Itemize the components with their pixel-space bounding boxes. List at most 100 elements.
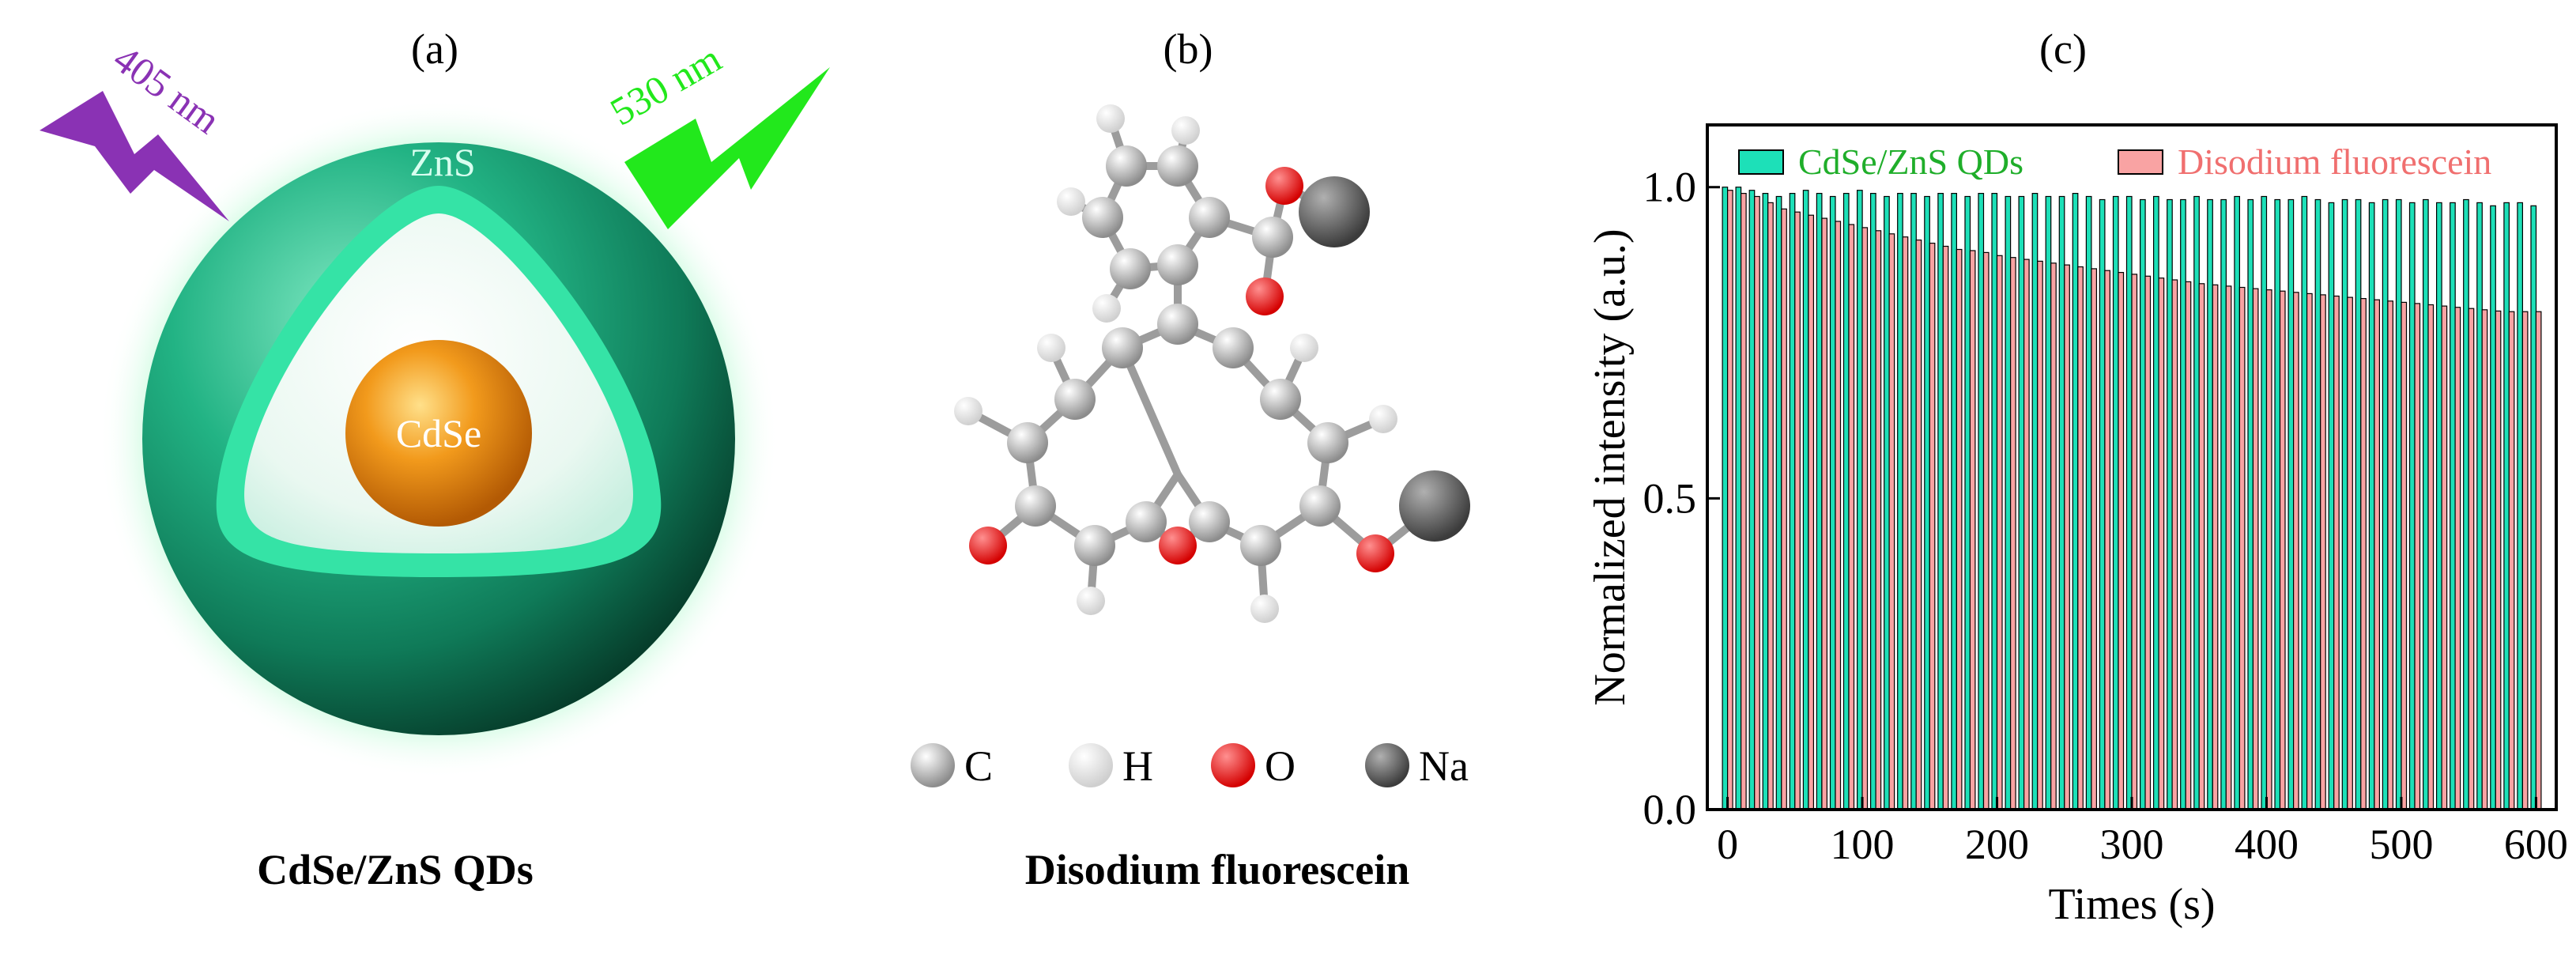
legend-sodium-label: Na	[1419, 742, 1469, 790]
x-tick-label: 400	[2235, 821, 2299, 868]
bar-fluorescein	[2064, 264, 2070, 810]
bar-cdse-zns	[1775, 195, 1782, 810]
bar-cdse-zns	[2193, 195, 2200, 810]
bar-fluorescein	[1767, 202, 1774, 810]
bar-fluorescein	[2441, 305, 2448, 810]
bar-fluorescein	[2265, 289, 2272, 810]
bar-cdse-zns	[2463, 198, 2469, 810]
bar-fluorescein	[1996, 255, 2003, 810]
bar-fluorescein	[2252, 288, 2259, 810]
panel-b-molecule: (b)	[862, 0, 1573, 955]
bar-cdse-zns	[1937, 193, 1944, 810]
x-tick-label: 500	[2369, 821, 2433, 868]
bar-cdse-zns	[2112, 195, 2119, 810]
bar-fluorescein	[2171, 279, 2178, 810]
bar-fluorescein	[2131, 274, 2138, 810]
legend-hydrogen-swatch	[1069, 743, 1113, 787]
bar-fluorescein	[2225, 285, 2232, 810]
panel-a-caption: CdSe/ZnS QDs	[257, 846, 534, 893]
bar-cdse-zns	[2139, 198, 2146, 810]
bar-fluorescein	[2009, 257, 2016, 810]
legend-fluorescein-label: Disodium fluorescein	[2178, 142, 2491, 182]
bar-fluorescein	[1969, 250, 1976, 810]
bar-fluorescein	[2521, 311, 2529, 810]
bar-fluorescein	[2401, 301, 2408, 810]
bar-cdse-zns	[2220, 198, 2227, 810]
chart-legend: CdSe/ZnS QDs Disodium fluorescein	[1738, 142, 2491, 182]
bar-fluorescein	[1781, 208, 1787, 810]
bar-cdse-zns	[1910, 193, 1917, 810]
bar-cdse-zns	[1748, 190, 1756, 810]
excitation-wavelength: 405 nm	[106, 36, 228, 142]
bar-fluorescein	[2360, 298, 2367, 810]
qd-schematic-figure: (a) ZnS CdSe 405 nm 530 nm CdSe/ZnS QDs	[40, 25, 830, 893]
bar-fluorescein	[2158, 278, 2165, 810]
cdse-core	[345, 340, 532, 527]
bar-cdse-zns	[2247, 198, 2254, 810]
bar-fluorescein	[1741, 193, 1747, 810]
bar-fluorescein	[1821, 217, 1827, 810]
panel-a-label: (a)	[411, 25, 458, 73]
bar-cdse-zns	[2408, 202, 2416, 810]
bar-fluorescein	[2104, 270, 2111, 810]
bar-cdse-zns	[1897, 193, 1903, 810]
bar-fluorescein	[1848, 224, 1855, 810]
bar-fluorescein	[2454, 307, 2461, 810]
atom-legend: C H O Na	[911, 742, 1469, 790]
chart-title: (c)	[2039, 25, 2087, 73]
bar-cdse-zns	[2274, 198, 2281, 810]
bar-cdse-zns	[2517, 202, 2524, 810]
bar-fluorescein	[1888, 233, 1895, 810]
excitation-bolt-icon	[40, 91, 229, 221]
bar-cdse-zns	[2368, 202, 2375, 810]
bar-cdse-zns	[2058, 195, 2065, 810]
bar-fluorescein	[1915, 240, 1922, 810]
legend-sodium-swatch	[1365, 743, 1409, 787]
legend-carbon-label: C	[964, 742, 993, 790]
bar-fluorescein	[1902, 236, 1909, 810]
bar-cdse-zns	[1884, 195, 1890, 810]
x-tick-label: 200	[1965, 821, 2029, 868]
bar-cdse-zns	[1951, 193, 1957, 810]
bar-fluorescein	[1808, 214, 1814, 810]
bar-fluorescein	[1942, 245, 1949, 810]
bar-cdse-zns	[2435, 202, 2442, 810]
bar-cdse-zns	[1870, 193, 1876, 810]
bar-cdse-zns	[2167, 198, 2173, 810]
bar-fluorescein	[1929, 243, 1936, 810]
bar-cdse-zns	[2005, 195, 2012, 810]
bar-cdse-zns	[2207, 198, 2213, 810]
panel-b-label: (b)	[1164, 25, 1213, 73]
bar-fluorescein	[2306, 293, 2313, 810]
bar-fluorescein	[2481, 309, 2488, 810]
bar-fluorescein	[2387, 300, 2394, 810]
bar-fluorescein	[2212, 284, 2219, 810]
bar-fluorescein	[2037, 260, 2043, 810]
bar-fluorescein	[1835, 221, 1842, 810]
bar-fluorescein	[2292, 292, 2299, 810]
x-tick-label: 300	[2100, 821, 2164, 868]
bar-fluorescein	[2118, 272, 2125, 810]
legend-oxygen-label: O	[1265, 742, 1296, 790]
bar-series	[1722, 187, 2542, 810]
bar-cdse-zns	[2180, 198, 2186, 810]
bar-cdse-zns	[2503, 202, 2510, 810]
bar-cdse-zns	[2261, 195, 2268, 810]
bar-cdse-zns	[1978, 193, 1985, 810]
y-axis-ticks: 0.00.51.0	[1643, 164, 1720, 833]
y-tick-label: 0.5	[1643, 474, 1697, 522]
bar-fluorescein	[2238, 286, 2246, 810]
bar-cdse-zns	[1842, 193, 1850, 810]
bar-fluorescein	[2414, 303, 2421, 810]
bar-fluorescein	[2495, 310, 2502, 810]
bar-fluorescein	[2427, 304, 2435, 810]
panel-b-caption: Disodium fluorescein	[1025, 846, 1410, 893]
x-tick-label: 600	[2504, 821, 2568, 868]
bar-fluorescein	[2185, 281, 2192, 810]
bar-fluorescein	[1727, 190, 1733, 810]
bar-cdse-zns	[1924, 195, 1930, 810]
bar-fluorescein	[2023, 259, 2030, 810]
molecule-atoms	[954, 104, 1470, 623]
x-tick-label: 0	[1717, 821, 1738, 868]
bar-cdse-zns	[1789, 193, 1796, 810]
